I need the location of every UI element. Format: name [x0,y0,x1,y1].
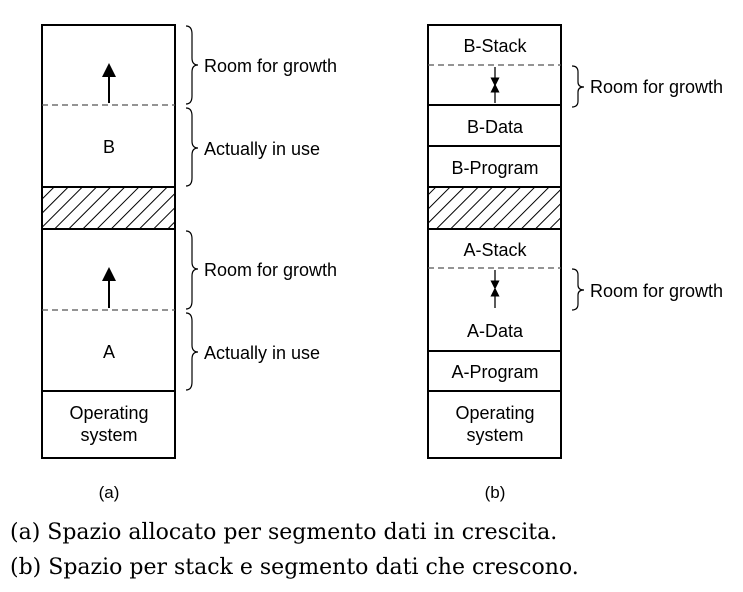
brace-icon [185,230,199,310]
brace-label-a-growth: Room for growth [204,260,337,280]
a-data-label: A-Data [467,321,524,341]
brace-label-b-growth: Room for growth [590,77,723,97]
brace-label-a-use: Actually in use [204,343,320,363]
os-label-line1: Operating [455,403,534,423]
hatched-gap [41,186,176,230]
b-stack-label: B-Stack [463,36,527,56]
brace-icon [571,65,585,108]
diagram-a-label: (a) [99,483,120,502]
a-program-label: A-Program [451,362,538,382]
brace-label-a-growth: Room for growth [590,281,723,301]
caption-a: (a) Spazio allocato per segmento dati in… [10,520,558,545]
caption-b: (b) Spazio per stack e segmento dati che… [10,555,579,580]
diagram-a: B A Operating system Room for growth Act… [41,24,337,502]
diagram-b: B-Stack B-Data B-Program A-Stack A-Data … [427,24,723,502]
brace-label-b-use: Actually in use [204,139,320,159]
brace-icon [571,268,585,311]
os-label-line1: Operating [69,403,148,423]
block-a-label: A [103,342,115,362]
b-data-label: B-Data [467,117,524,137]
brace-icon [185,312,199,391]
os-label-line2: system [80,425,137,445]
a-stack-label: A-Stack [463,240,527,260]
os-label-line2: system [466,425,523,445]
b-program-label: B-Program [451,158,538,178]
brace-icon [185,25,199,105]
brace-icon [185,107,199,187]
block-b-label: B [103,137,115,157]
brace-label-b-growth: Room for growth [204,56,337,76]
hatched-gap [427,186,562,230]
diagram-b-label: (b) [485,483,506,502]
